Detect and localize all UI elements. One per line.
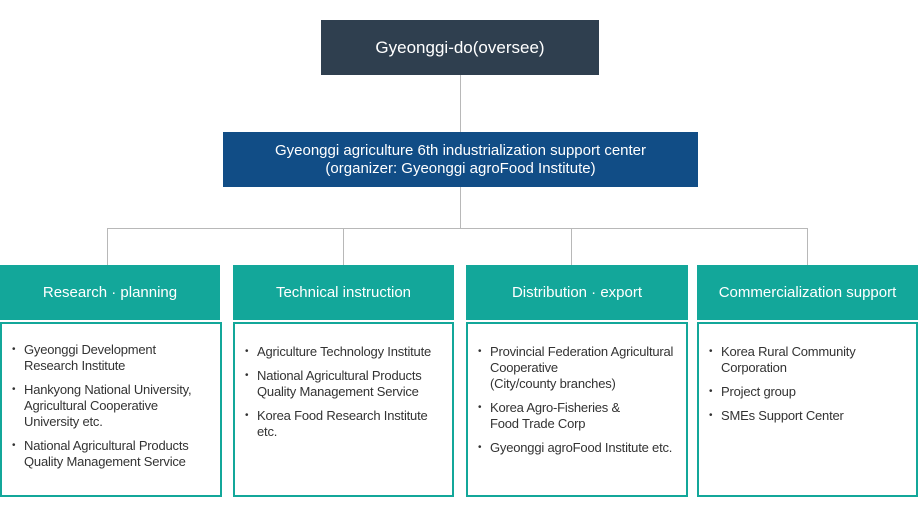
list-item: Provincial Federation Agricultural Coope… xyxy=(478,344,680,392)
column-body-technical-instruction: Agriculture Technology Institute Nationa… xyxy=(233,322,454,497)
column-title: Commercialization support xyxy=(718,284,897,301)
column-body-commercialization-support: Korea Rural Community Corporation Projec… xyxy=(697,322,918,497)
column-header-technical-instruction: Technical instruction xyxy=(233,265,454,320)
column-header-research-planning: Research · planning xyxy=(0,265,220,320)
center-node-support-center: Gyeonggi agriculture 6th industrializati… xyxy=(223,132,698,187)
list-item: National Agricultural Products Quality M… xyxy=(12,438,214,470)
connector-drop-4 xyxy=(807,228,808,265)
top-node-gyeonggi-do: Gyeonggi-do(oversee) xyxy=(321,20,599,75)
connector-drop-1 xyxy=(107,228,108,265)
list-item: Gyeonggi Development Research Institute xyxy=(12,342,214,374)
column-body-distribution-export: Provincial Federation Agricultural Coope… xyxy=(466,322,688,497)
column-title: Research · planning xyxy=(42,284,178,301)
connector-drop-2 xyxy=(343,228,344,265)
list-item: Hankyong National University, Agricultur… xyxy=(12,382,214,430)
list-item: Gyeonggi agroFood Institute etc. xyxy=(478,440,680,456)
list-item: SMEs Support Center xyxy=(709,408,910,424)
top-node-label: Gyeonggi-do(oversee) xyxy=(375,37,545,57)
list-item: National Agricultural Products Quality M… xyxy=(245,368,446,400)
center-node-line2: (organizer: Gyeonggi agroFood Institute) xyxy=(325,159,596,177)
connector-drop-3 xyxy=(571,228,572,265)
center-node-line1: Gyeonggi agriculture 6th industrializati… xyxy=(274,141,647,159)
item-list: Korea Rural Community Corporation Projec… xyxy=(709,344,910,424)
column-header-commercialization-support: Commercialization support xyxy=(697,265,918,320)
column-header-distribution-export: Distribution · export xyxy=(466,265,688,320)
list-item: Agriculture Technology Institute xyxy=(245,344,446,360)
list-item: Project group xyxy=(709,384,910,400)
connector-center-to-bus xyxy=(460,187,461,229)
item-list: Gyeonggi Development Research Institute … xyxy=(12,342,214,470)
connector-top-to-center xyxy=(460,75,461,132)
list-item: Korea Rural Community Corporation xyxy=(709,344,910,376)
column-title: Technical instruction xyxy=(275,284,412,301)
connector-bus xyxy=(107,228,808,229)
column-title: Distribution · export xyxy=(511,284,643,301)
column-body-research-planning: Gyeonggi Development Research Institute … xyxy=(0,322,222,497)
list-item: Korea Agro-Fisheries & Food Trade Corp xyxy=(478,400,680,432)
item-list: Agriculture Technology Institute Nationa… xyxy=(245,344,446,440)
list-item: Korea Food Research Institute etc. xyxy=(245,408,446,440)
item-list: Provincial Federation Agricultural Coope… xyxy=(478,344,680,456)
